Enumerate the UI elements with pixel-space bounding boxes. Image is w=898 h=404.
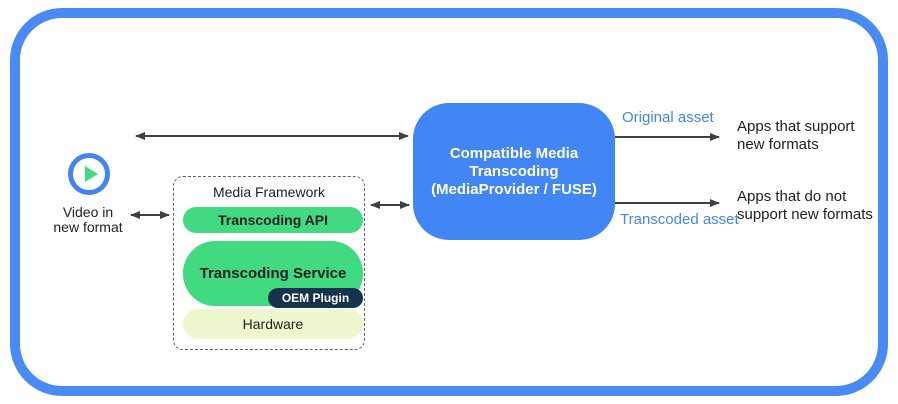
play-triangle-icon (84, 166, 98, 182)
video-source-caption: Video in new format (53, 204, 123, 235)
layer-transcoding-api-label: Transcoding API (218, 212, 328, 228)
layer-transcoding-service-label: Transcoding Service (199, 265, 347, 282)
transcoded-asset-label: Transcoded asset (620, 211, 739, 228)
outer-frame-border (10, 8, 888, 396)
media-framework-box: Media Framework Transcoding API Transcod… (173, 176, 365, 350)
apps-no-support-label: Apps that do not support new formats (737, 188, 873, 223)
oem-plugin-label: OEM Plugin (281, 291, 350, 305)
layer-hardware: Hardware (183, 309, 363, 339)
layer-hardware-label: Hardware (242, 316, 304, 332)
original-asset-label: Original asset (622, 109, 714, 126)
apps-support-label: Apps that support new formats (737, 118, 855, 153)
layer-transcoding-api: Transcoding API (183, 207, 363, 233)
transcoder-line-1: Compatible Media (449, 144, 579, 162)
media-framework-title: Media Framework (212, 184, 326, 200)
compatible-media-transcoding-box: Compatible Media Transcoding (MediaProvi… (413, 103, 615, 240)
transcoder-line-3: (MediaProvider / FUSE) (431, 180, 597, 198)
transcoder-line-2: Transcoding (469, 162, 559, 180)
play-icon (68, 153, 110, 195)
oem-plugin-pill: OEM Plugin (268, 288, 363, 308)
